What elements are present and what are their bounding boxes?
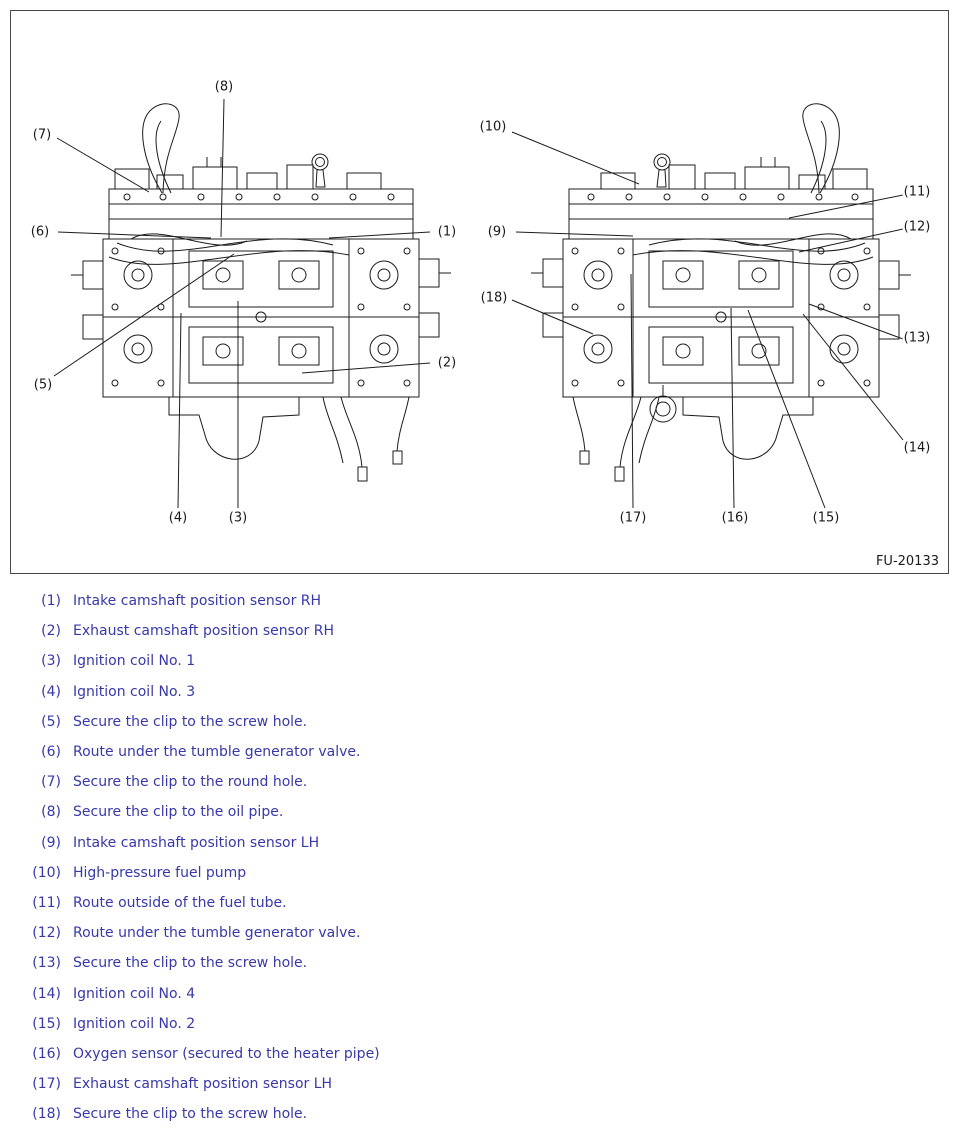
legend-item-number: (15) — [32, 1015, 61, 1032]
legend-item: (9) Intake camshaft position sensor LH — [15, 828, 960, 858]
callout-12: (12) — [902, 219, 932, 235]
legend-item-text: Route under the tumble generator valve. — [73, 925, 361, 942]
legend-item: (1) Intake camshaft position sensor RH — [15, 586, 960, 616]
legend-item-text: Oxygen sensor (secured to the heater pip… — [73, 1045, 380, 1062]
legend-item-number: (11) — [32, 894, 61, 911]
legend-item-number: (18) — [32, 1106, 61, 1123]
engine-right — [530, 103, 912, 482]
legend-item-text: Exhaust camshaft position sensor RH — [73, 623, 334, 640]
legend-item: (16) Oxygen sensor (secured to the heater… — [15, 1039, 960, 1069]
legend-item: (11) Route outside of the fuel tube. — [15, 888, 960, 918]
callout-10: (10) — [478, 119, 508, 135]
legend-list: (1) Intake camshaft position sensor RH (2… — [0, 586, 960, 1129]
legend-item: (4) Ignition coil No. 3 — [15, 677, 960, 707]
legend-item-number: (3) — [41, 653, 61, 670]
callout-11: (11) — [902, 184, 932, 200]
callout-4: (4) — [167, 510, 189, 526]
legend-item: (13) Secure the clip to the screw hole. — [15, 948, 960, 978]
legend-item: (7) Secure the clip to the round hole. — [15, 767, 960, 797]
callout-18: (18) — [479, 290, 509, 306]
legend-item-text: Route outside of the fuel tube. — [73, 894, 287, 911]
legend-item: (18) Secure the clip to the screw hole. — [15, 1099, 960, 1129]
callout-17: (17) — [618, 510, 648, 526]
legend-item-text: High-pressure fuel pump — [73, 864, 247, 881]
leader-lines — [53, 98, 904, 509]
legend-item-text: Ignition coil No. 2 — [73, 1015, 196, 1032]
callout-6: (6) — [29, 224, 51, 240]
callout-14: (14) — [902, 440, 932, 456]
legend-item-number: (8) — [41, 804, 61, 821]
legend-item-number: (9) — [41, 834, 61, 851]
legend-item-text: Secure the clip to the screw hole. — [73, 713, 308, 730]
legend-item-number: (17) — [32, 1076, 61, 1093]
oxygen-sensor-detail — [649, 385, 677, 423]
callout-15: (15) — [811, 510, 841, 526]
callout-13: (13) — [902, 330, 932, 346]
legend-item-number: (12) — [32, 925, 61, 942]
callout-3: (3) — [227, 510, 249, 526]
legend-item-number: (7) — [41, 774, 61, 791]
legend-item-number: (6) — [41, 744, 61, 761]
legend-item-number: (1) — [41, 593, 61, 610]
callout-8: (8) — [213, 79, 235, 95]
legend-item-text: Exhaust camshaft position sensor LH — [73, 1076, 333, 1093]
callout-2: (2) — [436, 355, 458, 371]
legend-item: (5) Secure the clip to the screw hole. — [15, 707, 960, 737]
legend-item-text: Secure the clip to the round hole. — [73, 774, 308, 791]
figure-panel: (1) (2) (3) (4) (5) (6) (7) (8) (9) (10)… — [10, 10, 949, 574]
legend-item-text: Secure the clip to the screw hole. — [73, 955, 308, 972]
legend-item-text: Secure the clip to the screw hole. — [73, 1106, 308, 1123]
callout-16: (16) — [720, 510, 750, 526]
engine-left — [70, 103, 452, 482]
legend-item-text: Ignition coil No. 3 — [73, 683, 196, 700]
legend-item-number: (5) — [41, 713, 61, 730]
legend-item: (14) Ignition coil No. 4 — [15, 978, 960, 1008]
callout-1: (1) — [436, 224, 458, 240]
legend-item-number: (13) — [32, 955, 61, 972]
legend-item-text: Intake camshaft position sensor RH — [73, 593, 322, 610]
callout-5: (5) — [32, 377, 54, 393]
legend-item-text: Intake camshaft position sensor LH — [73, 834, 320, 851]
legend-item-number: (10) — [32, 864, 61, 881]
callout-9: (9) — [486, 224, 508, 240]
legend-item: (10) High-pressure fuel pump — [15, 858, 960, 888]
legend-item-text: Secure the clip to the oil pipe. — [73, 804, 284, 821]
legend-item: (3) Ignition coil No. 1 — [15, 646, 960, 676]
legend-item-number: (2) — [41, 623, 61, 640]
legend-item-number: (4) — [41, 683, 61, 700]
legend-item: (12) Route under the tumble generator val… — [15, 918, 960, 948]
figure-code: FU-20133 — [875, 554, 939, 569]
callout-7: (7) — [31, 127, 53, 143]
legend-item-text: Route under the tumble generator valve. — [73, 744, 361, 761]
legend-item: (8) Secure the clip to the oil pipe. — [15, 797, 960, 827]
legend-item: (17) Exhaust camshaft position sensor LH — [15, 1069, 960, 1099]
legend-item: (2) Exhaust camshaft position sensor RH — [15, 616, 960, 646]
legend-item-text: Ignition coil No. 4 — [73, 985, 196, 1002]
legend-item-number: (14) — [32, 985, 61, 1002]
legend-item-number: (16) — [32, 1045, 61, 1062]
engine-diagram — [53, 98, 912, 509]
legend-item: (15) Ignition coil No. 2 — [15, 1009, 960, 1039]
legend-item: (6) Route under the tumble generator valv… — [15, 737, 960, 767]
legend-item-text: Ignition coil No. 1 — [73, 653, 196, 670]
